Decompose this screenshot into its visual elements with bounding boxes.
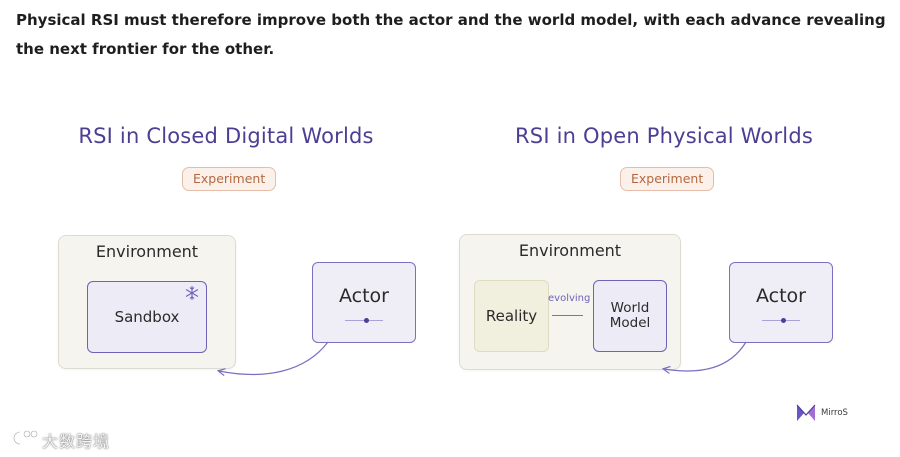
intro-paragraph: Physical RSI must therefore improve both…	[16, 11, 886, 58]
right-actor-box: Actor	[729, 262, 833, 343]
left-experiment-badge: Experiment	[182, 167, 277, 191]
right-actor-to-environment-arrow	[664, 341, 747, 371]
watermark-text: 大数跨境	[42, 432, 111, 451]
left-actor-slider-dot	[364, 318, 369, 323]
snowflake-icon	[184, 285, 200, 301]
mirros-logo-icon	[795, 402, 817, 424]
left-actor-to-environment-arrow	[219, 341, 329, 374]
reality-label: Reality	[485, 307, 538, 325]
right-experiment-badge: Experiment	[620, 167, 715, 191]
world-model-box: World Model	[593, 280, 667, 352]
right-actor-slider	[762, 318, 800, 323]
left-panel-title: RSI in Closed Digital Worlds	[78, 124, 374, 148]
world-model-label-line2: Model	[609, 315, 651, 331]
left-actor-box: Actor	[312, 262, 416, 343]
left-actor-label: Actor	[339, 285, 389, 307]
left-environment-label: Environment	[95, 242, 199, 261]
evolving-label: evolving	[548, 293, 591, 304]
right-environment-box: Environment Reality evolving World Model	[459, 234, 681, 370]
world-model-label-line1: World	[610, 300, 650, 316]
right-environment-label: Environment	[518, 241, 622, 260]
reality-box: Reality	[474, 280, 549, 352]
evolving-connector-line	[552, 315, 583, 316]
left-actor-slider	[345, 318, 383, 323]
sandbox-box: Sandbox	[87, 281, 207, 353]
sandbox-label: Sandbox	[114, 308, 180, 326]
watermark-logo-icon	[10, 428, 38, 448]
right-actor-slider-dot	[781, 318, 786, 323]
mirros-logo-text: MirroS	[821, 408, 848, 418]
right-panel-title: RSI in Open Physical Worlds	[515, 124, 813, 148]
left-environment-box: Environment Sandbox	[58, 235, 236, 369]
right-actor-label: Actor	[756, 285, 806, 307]
